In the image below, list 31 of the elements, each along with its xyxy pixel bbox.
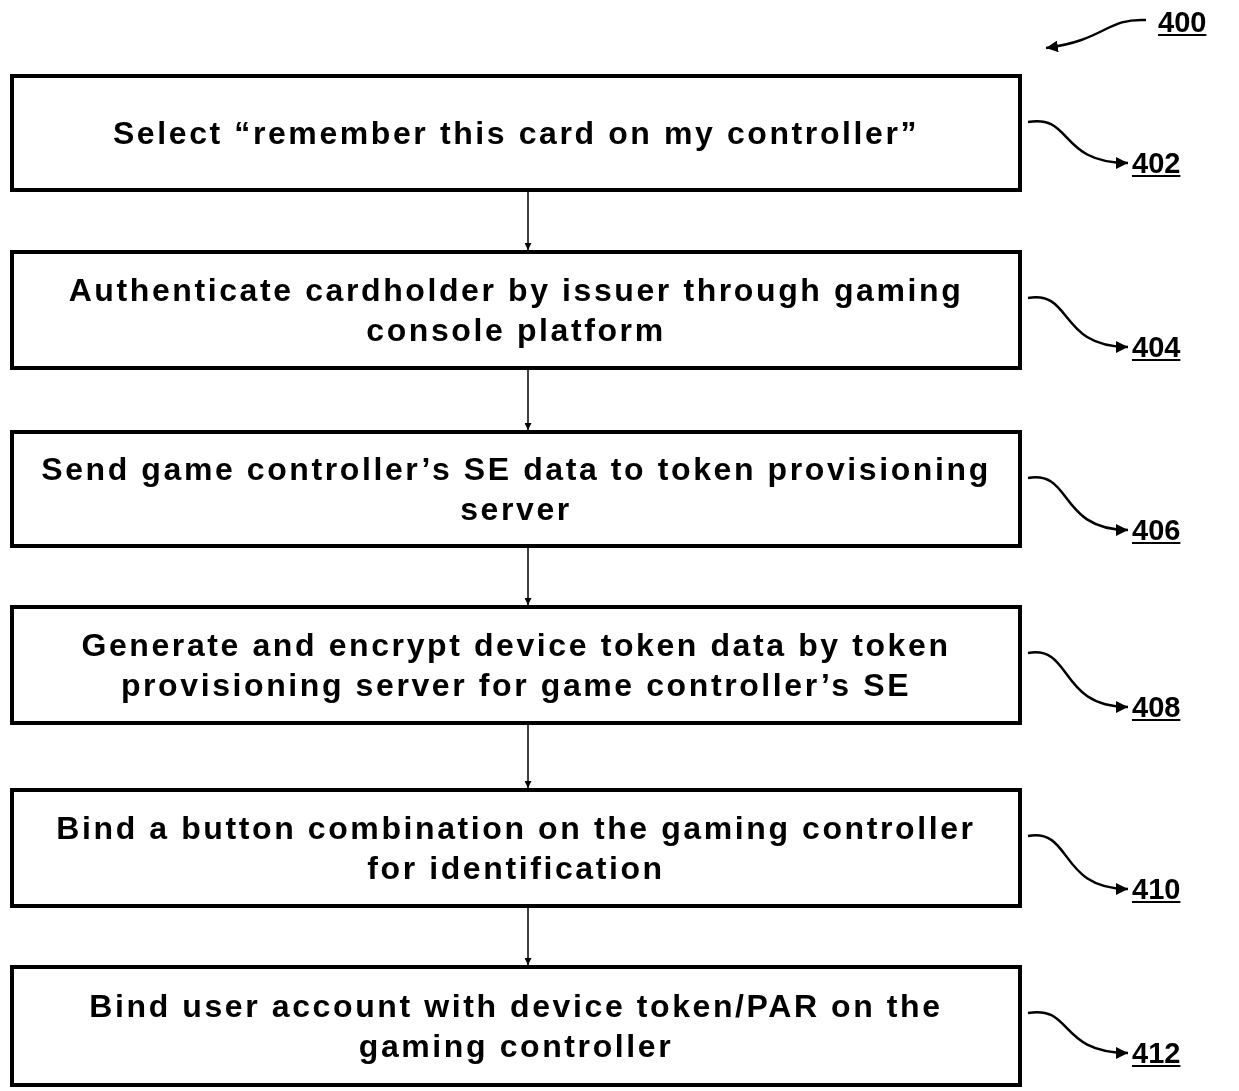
arrow [524, 907, 532, 966]
reference-number: 408 [1132, 690, 1181, 724]
reference-number: 410 [1132, 872, 1181, 906]
step-text: Bind a button combination on the gaming controller for identification [55, 809, 977, 888]
reference-number: 406 [1132, 513, 1181, 547]
arrow [524, 191, 532, 251]
step-text: Bind user account with device token/PAR on the gaming controller [88, 987, 944, 1066]
arrow [524, 547, 532, 606]
process-box [10, 430, 1022, 548]
arrow [524, 724, 532, 789]
process-box [10, 250, 1022, 370]
leader-arrow [1027, 834, 1129, 895]
leader-arrow [1027, 1010, 1129, 1059]
reference-number: 400 [1158, 5, 1207, 39]
reference-number: 402 [1132, 146, 1181, 180]
step-text: Generate and encrypt device token data by token provisioning server for game controller’s SE [80, 626, 952, 705]
reference-number: 404 [1132, 330, 1181, 364]
leader-arrow [1027, 120, 1129, 169]
process-box [10, 788, 1022, 908]
leader-arrow [1045, 18, 1146, 52]
step-text: Send game controller’s SE data to token provisioning server [40, 450, 992, 529]
leader-arrow [1027, 296, 1129, 353]
step-text: Authenticate cardholder by issuer through gaming console platform [67, 271, 965, 350]
process-box [10, 965, 1022, 1087]
leader-arrow [1027, 476, 1129, 536]
process-box [10, 605, 1022, 725]
step-text: Select “remember this card on my controller” [111, 114, 921, 153]
process-box [10, 74, 1022, 192]
arrow [524, 369, 532, 431]
reference-number: 412 [1132, 1036, 1181, 1070]
leader-arrow [1027, 651, 1129, 713]
